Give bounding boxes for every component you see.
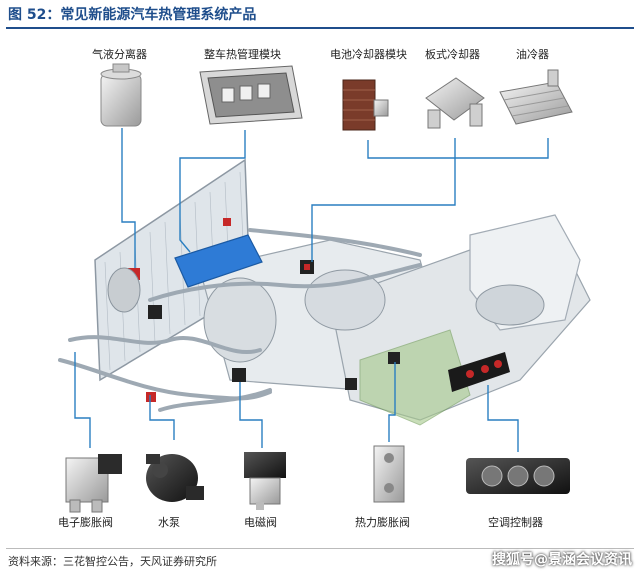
water-pump-illustration xyxy=(146,454,204,502)
label-ac-controller: 空调控制器 xyxy=(488,516,543,529)
watermark: 搜狐号@景涵会议资讯 xyxy=(492,552,632,568)
label-plate-cooler: 板式冷却器 xyxy=(425,48,480,61)
plate-cooler-illustration xyxy=(425,77,485,129)
oil-cooler-illustration xyxy=(499,69,573,125)
label-txv: 热力膨胀阀 xyxy=(355,516,410,529)
solenoid-valve-illustration xyxy=(244,452,286,510)
vehicle-thermal-assembly xyxy=(58,158,591,426)
thermal-management-ecu xyxy=(174,234,263,288)
footer-divider xyxy=(6,548,634,549)
figure-title: 图 52：常见新能源汽车热管理系统产品 xyxy=(8,7,257,23)
ac-controller-illustration xyxy=(466,458,570,494)
label-battery-chiller: 电池冷却器模块 xyxy=(330,48,407,61)
battery-chiller-illustration xyxy=(342,79,389,131)
label-solenoid-valve: 电磁阀 xyxy=(244,516,277,529)
title-divider xyxy=(6,27,634,29)
thermal-module-illustration xyxy=(199,65,303,125)
leader-lines xyxy=(74,128,549,452)
accumulator-illustration xyxy=(100,63,142,127)
label-accumulator: 气液分离器 xyxy=(92,48,147,61)
source-note: 资料来源：三花智控公告，天风证券研究所 xyxy=(8,555,217,568)
label-water-pump: 水泵 xyxy=(158,516,180,529)
mounted-ac-panel xyxy=(448,352,510,392)
label-oil-cooler: 油冷器 xyxy=(516,48,549,61)
txv-illustration xyxy=(373,445,405,503)
eev-illustration xyxy=(65,454,122,513)
label-thermal-module: 整车热管理模块 xyxy=(204,48,281,61)
label-eev: 电子膨胀阀 xyxy=(58,516,113,529)
